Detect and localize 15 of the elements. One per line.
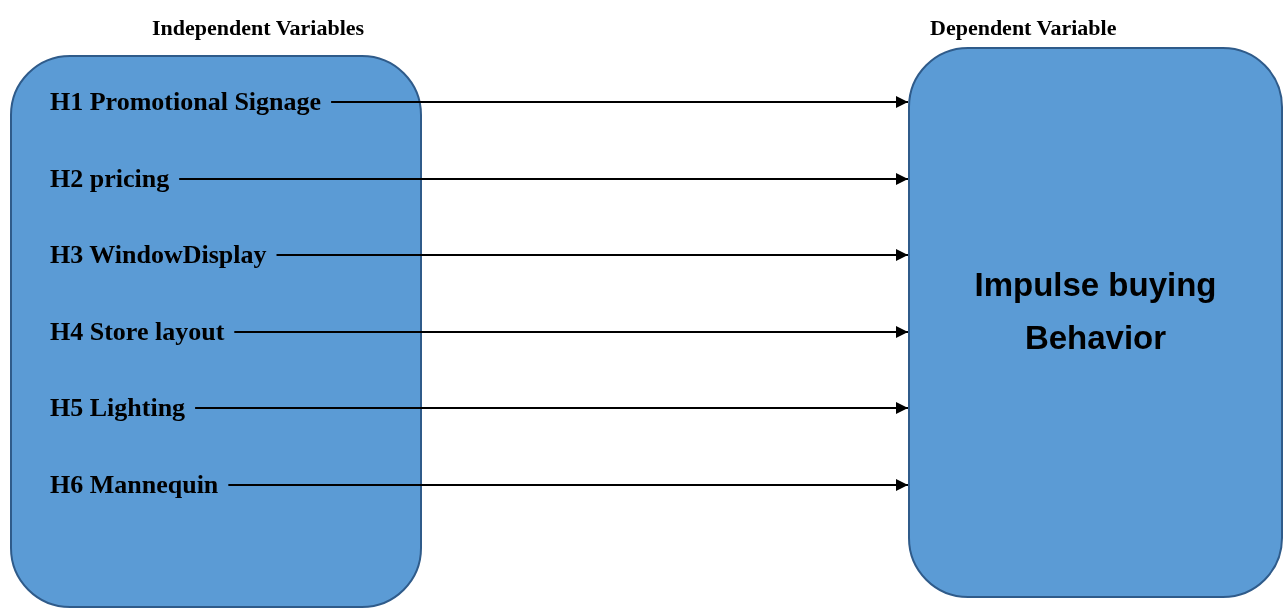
hypothesis-label: H1 Promotional Signage: [50, 87, 322, 117]
arrow: [330, 96, 909, 108]
panel-heading: Independent Variables: [152, 15, 365, 41]
arrow: [275, 249, 909, 261]
hypothesis-label: H5 Lighting: [50, 393, 186, 423]
hypothesis-label: H2 pricing: [50, 164, 170, 194]
arrow: [194, 402, 909, 414]
arrow: [233, 326, 909, 338]
hypothesis-label: H3 WindowDisplay: [50, 240, 267, 270]
arrow: [178, 173, 909, 185]
panel-heading: Dependent Variable: [930, 15, 1117, 41]
variable-name: Impulse buying Behavior: [973, 265, 1218, 358]
hypothesis-label: H6 Mannequin: [50, 470, 219, 500]
arrow: [227, 479, 909, 491]
hypothesis-label: H4 Store layout: [50, 317, 225, 347]
